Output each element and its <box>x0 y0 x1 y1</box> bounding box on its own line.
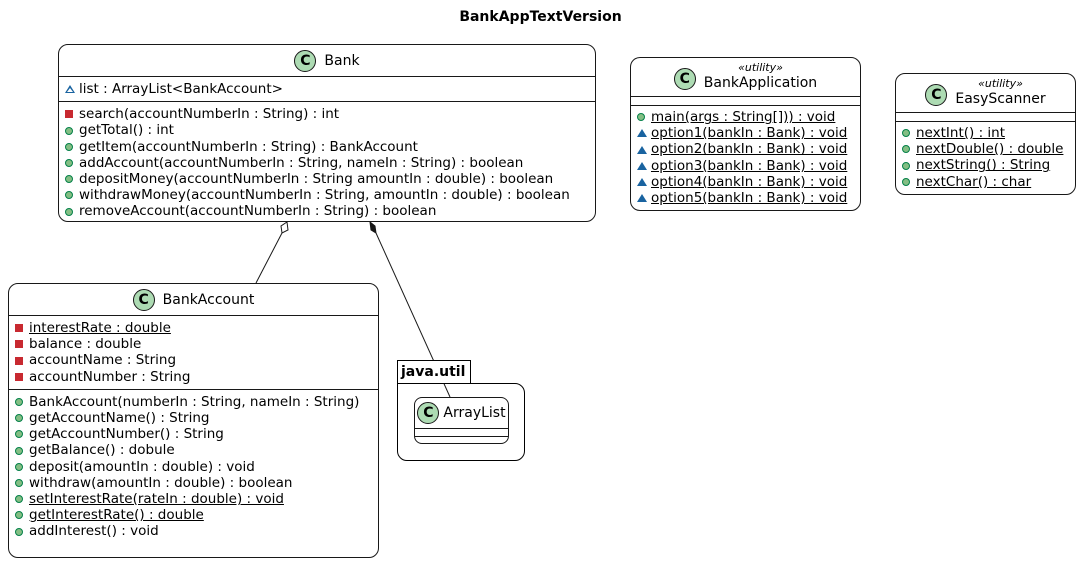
field-row: list : ArrayList<BankAccount> <box>65 81 589 97</box>
class-name: BankApplication <box>703 75 818 91</box>
private-visibility-icon <box>15 340 23 349</box>
public-visibility-icon <box>15 511 23 520</box>
private-visibility-icon <box>15 356 23 365</box>
aggregation-diamond <box>280 221 289 234</box>
class-bank[interactable]: C Bank list : ArrayList<BankAccount> sea… <box>58 44 596 222</box>
public-visibility-icon <box>637 113 645 122</box>
method-row: getItem(accountNumberIn : String) : Bank… <box>65 139 589 155</box>
public-visibility-icon <box>15 430 23 439</box>
public-visibility-icon <box>902 129 910 138</box>
method-row: getAccountName() : String <box>15 410 372 426</box>
class-name: EasyScanner <box>955 91 1046 107</box>
package-name: java.util <box>401 364 466 380</box>
package-visibility-icon <box>65 85 75 94</box>
method-row: search(accountNumberIn : String) : int <box>65 106 589 122</box>
class-icon: C <box>417 402 440 424</box>
package-visibility-icon <box>637 194 647 203</box>
method-row: getBalance() : dobule <box>15 442 372 458</box>
public-visibility-icon <box>65 126 73 135</box>
method-row: nextChar() : char <box>902 174 1069 190</box>
method-row: option1(bankIn : Bank) : void <box>637 125 854 141</box>
public-visibility-icon <box>15 495 23 504</box>
public-visibility-icon <box>15 478 23 487</box>
package-visibility-icon <box>637 177 647 186</box>
public-visibility-icon <box>902 177 910 186</box>
public-visibility-icon <box>902 161 910 170</box>
field-row: interestRate : double <box>15 320 372 336</box>
public-visibility-icon <box>65 158 73 167</box>
public-visibility-icon <box>15 397 23 406</box>
public-visibility-icon <box>65 191 73 200</box>
class-easy-scanner[interactable]: «utility» C EasyScanner nextInt() : int … <box>895 73 1076 195</box>
public-visibility-icon <box>15 527 23 536</box>
class-stereotype: «utility» <box>738 61 783 74</box>
class-bank-application[interactable]: «utility» C BankApplication main(args : … <box>630 57 861 211</box>
package-java-util[interactable] <box>397 383 525 461</box>
method-row: main(args : String[])) : void <box>637 109 854 125</box>
method-row: addAccount(accountNumberIn : String, nam… <box>65 155 589 171</box>
class-name: BankAccount <box>162 291 255 308</box>
private-visibility-icon <box>65 110 73 119</box>
method-row: option2(bankIn : Bank) : void <box>637 141 854 157</box>
field-row: accountNumber : String <box>15 369 372 385</box>
package-tab: java.util <box>397 360 471 384</box>
package-visibility-icon <box>637 161 647 170</box>
method-row: addInterest() : void <box>15 523 372 539</box>
method-row: BankAccount(numberIn : String, nameIn : … <box>15 394 372 410</box>
class-icon: C <box>925 84 948 106</box>
method-row: deposit(amountIn : double) : void <box>15 459 372 475</box>
class-icon: C <box>132 288 155 311</box>
method-row: removeAccount(accountNumberIn : String) … <box>65 203 589 219</box>
method-row: withdrawMoney(accountNumberIn : String, … <box>65 187 589 203</box>
method-row: depositMoney(accountNumberIn : String am… <box>65 171 589 187</box>
method-row: option4(bankIn : Bank) : void <box>637 174 854 190</box>
field-row: accountName : String <box>15 352 372 368</box>
class-bank-account[interactable]: C BankAccount interestRate : double bala… <box>8 283 379 558</box>
method-row: withdraw(amountIn : double) : boolean <box>15 475 372 491</box>
method-row: nextDouble() : double <box>902 141 1069 157</box>
field-row: balance : double <box>15 336 372 352</box>
package-visibility-icon <box>637 145 647 154</box>
method-row: option3(bankIn : Bank) : void <box>637 158 854 174</box>
method-row: nextInt() : int <box>902 125 1069 141</box>
private-visibility-icon <box>15 324 23 333</box>
class-name: Bank <box>324 52 360 69</box>
class-icon: C <box>294 49 317 72</box>
public-visibility-icon <box>15 414 23 423</box>
aggregation-link-bank-bankaccount <box>255 221 289 284</box>
class-stereotype: «utility» <box>978 77 1023 90</box>
public-visibility-icon <box>65 175 73 184</box>
method-row: nextString() : String <box>902 157 1069 173</box>
public-visibility-icon <box>15 446 23 455</box>
class-array-list[interactable]: C ArrayList <box>414 397 509 444</box>
public-visibility-icon <box>65 142 73 151</box>
method-row: getTotal() : int <box>65 122 589 138</box>
public-visibility-icon <box>902 145 910 154</box>
class-icon: C <box>673 68 696 90</box>
class-name: ArrayList <box>443 405 506 421</box>
method-row: getInterestRate() : double <box>15 507 372 523</box>
public-visibility-icon <box>15 462 23 471</box>
private-visibility-icon <box>15 372 23 381</box>
method-row: option5(bankIn : Bank) : void <box>637 190 854 206</box>
method-row: getAccountNumber() : String <box>15 426 372 442</box>
diagram-title: BankAppTextVersion <box>459 9 622 25</box>
public-visibility-icon <box>65 207 73 216</box>
package-visibility-icon <box>637 129 647 138</box>
method-row: setInterestRate(rateIn : double) : void <box>15 491 372 507</box>
composition-diamond <box>369 220 377 234</box>
